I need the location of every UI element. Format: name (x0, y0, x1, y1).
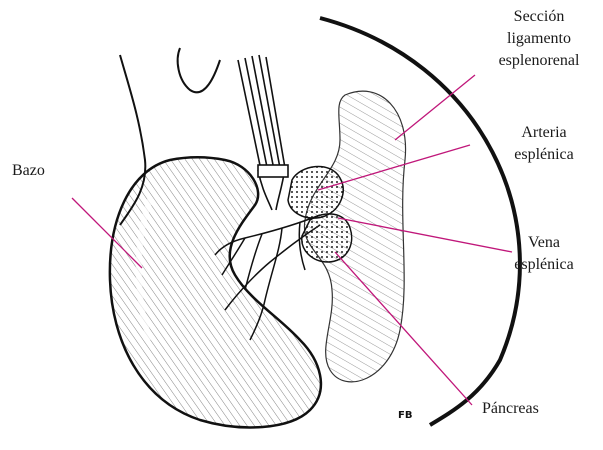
label-bazo: Bazo (12, 160, 45, 182)
label-vena-esplenica: Vena esplénica (494, 232, 594, 276)
pancreas-tail-shape (302, 214, 352, 262)
label-pancreas: Páncreas (482, 398, 539, 420)
splenic-artery-shape (288, 166, 343, 218)
artist-signature: FB (398, 410, 412, 421)
label-arteria-esplenica: Arteria esplénica (494, 122, 594, 166)
label-seccion-ligamento-esplenorenal: Sección ligamento esplenorenal (484, 6, 594, 72)
